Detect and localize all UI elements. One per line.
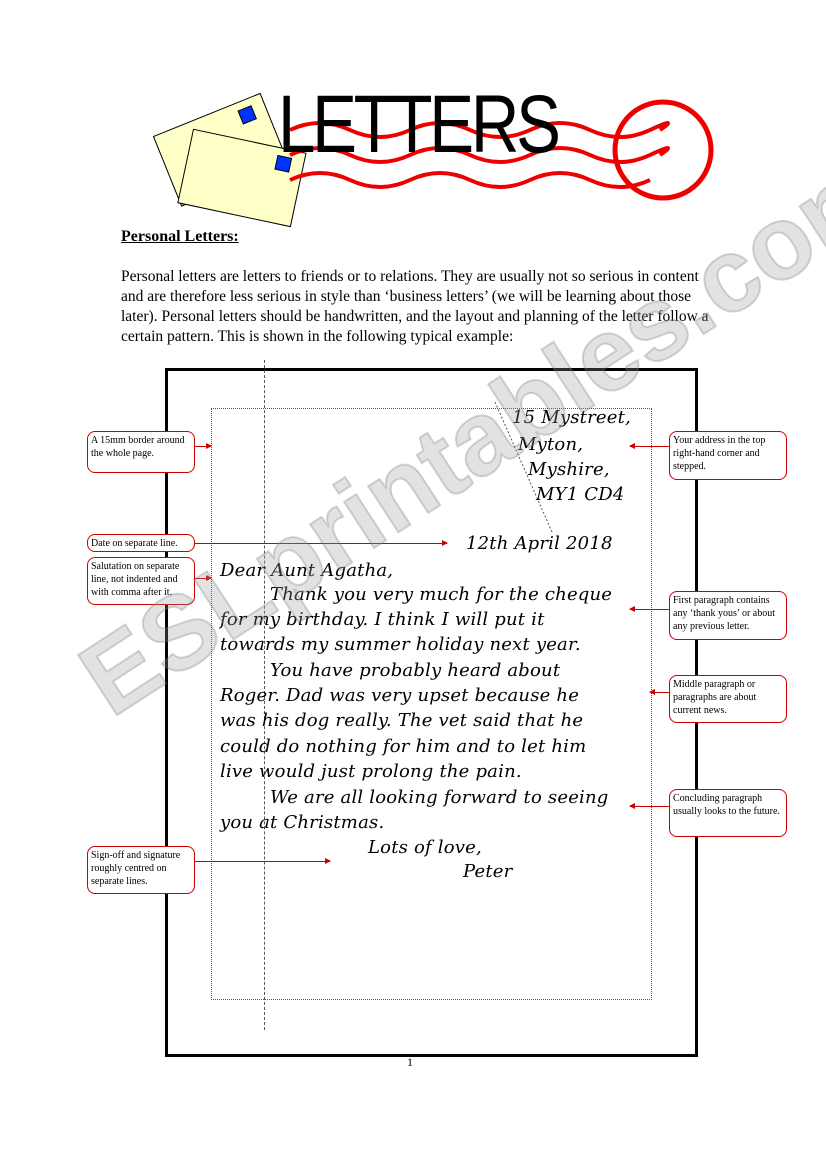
postmark-waves xyxy=(289,121,670,189)
callout-concluding-paragraph: Concluding paragraph usually looks to th… xyxy=(669,789,787,837)
postmark-circle xyxy=(612,99,714,201)
arrow-icon xyxy=(195,858,331,864)
arrow-icon xyxy=(195,540,448,546)
callout-border: A 15mm border around the whole page. xyxy=(87,431,195,473)
body-line: live would just prolong the pain. xyxy=(220,761,522,782)
body-line: You have probably heard about xyxy=(270,660,561,681)
salutation: Dear Aunt Agatha, xyxy=(220,560,394,581)
body-line: We are all looking forward to seeing xyxy=(270,787,609,808)
body-line: was his dog really. The vet said that he xyxy=(220,710,584,731)
arrow-icon xyxy=(629,606,669,612)
body-line: for my birthday. I think I will put it xyxy=(220,609,545,630)
indent-guide xyxy=(264,360,265,1030)
callout-date: Date on separate line. xyxy=(87,534,195,552)
page-number: 1 xyxy=(407,1055,413,1069)
signature: Peter xyxy=(463,861,513,882)
address-line: MY1 CD4 xyxy=(536,484,625,505)
callout-signoff: Sign-off and signature roughly centred o… xyxy=(87,846,195,894)
arrow-icon xyxy=(629,443,669,449)
envelope-icon xyxy=(177,128,307,228)
arrow-icon xyxy=(195,575,212,581)
sign-off: Lots of love, xyxy=(368,837,482,858)
callout-first-paragraph: First paragraph contains any ‘thank yous… xyxy=(669,591,787,640)
intro-paragraph: Personal letters are letters to friends … xyxy=(121,268,709,345)
letters-header-graphic xyxy=(152,92,714,228)
section-heading: Personal Letters: xyxy=(121,228,239,245)
body-line: you at Christmas. xyxy=(220,812,385,833)
body-line: could do nothing for him and to let him xyxy=(220,736,587,757)
callout-middle-paragraph: Middle paragraph or paragraphs are about… xyxy=(669,675,787,723)
letter-date: 12th April 2018 xyxy=(466,533,613,554)
arrow-icon xyxy=(649,689,669,695)
arrow-icon xyxy=(195,443,212,449)
body-line: Roger. Dad was very upset because he xyxy=(220,685,580,706)
body-line: towards my summer holiday next year. xyxy=(220,634,581,655)
arrow-icon xyxy=(629,803,669,809)
callout-address: Your address in the top right-hand corne… xyxy=(669,431,787,480)
address-line: Myton, xyxy=(518,434,584,455)
body-line: Thank you very much for the cheque xyxy=(270,584,613,605)
callout-salutation: Salutation on separate line, not indente… xyxy=(87,557,195,605)
margin-guide xyxy=(211,408,652,1000)
address-line: Myshire, xyxy=(528,459,610,480)
address-line: 15 Mystreet, xyxy=(512,407,631,428)
page-title: LETTERS xyxy=(278,79,561,170)
